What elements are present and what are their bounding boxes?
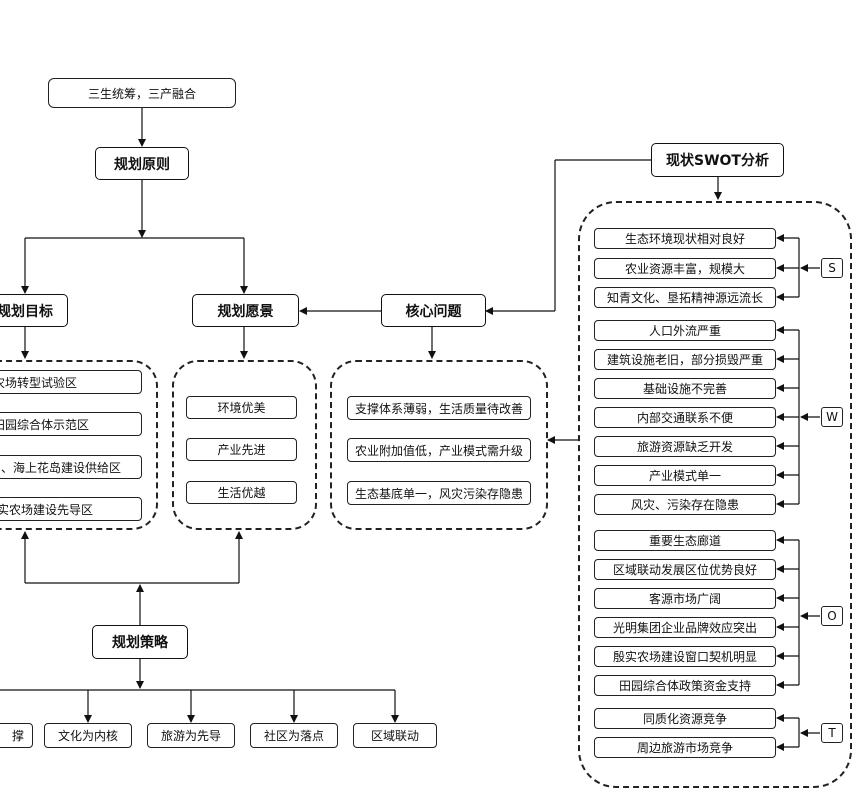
swot-w-item: 基础设施不完善 [594,378,776,399]
heading-principle: 规划原则 [95,147,189,180]
vision-item: 产业先进 [186,438,297,461]
heading-vision: 规划愿景 [192,294,299,327]
vision-item: 环境优美 [186,396,297,419]
top-note-box: 三生统筹，三产融合 [48,78,236,108]
strategy-item: 区域联动 [353,723,437,748]
swot-w-item: 产业模式单一 [594,465,776,486]
swot-o-item: 殷实农场建设窗口契机明显 [594,646,776,667]
swot-o-item: 光明集团企业品牌效应突出 [594,617,776,638]
swot-s-item: 农业资源丰富，规模大 [594,258,776,279]
swot-w-item: 内部交通联系不便 [594,407,776,428]
heading-strategy: 规划策略 [92,625,188,659]
swot-w-item: 旅游资源缺乏开发 [594,436,776,457]
goal-item: 东岛、海上花岛建设供给区 [0,455,142,479]
swot-o-item: 客源市场广阔 [594,588,776,609]
swot-letter-w: W [821,407,843,427]
swot-s-item: 知青文化、垦拓精神源远流长 [594,287,776,308]
core-issue-item: 支撑体系薄弱，生活质量待改善 [347,396,531,420]
swot-group [578,201,852,788]
swot-o-item: 区域联动发展区位优势良好 [594,559,776,580]
vision-group [172,360,317,530]
swot-t-item: 同质化资源竞争 [594,708,776,729]
swot-s-item: 生态环境现状相对良好 [594,228,776,249]
strategy-item: 旅游为先导 [147,723,235,748]
swot-w-item: 风灾、污染存在隐患 [594,494,776,515]
swot-t-item: 周边旅游市场竞争 [594,737,776,758]
heading-core: 核心问题 [381,294,486,327]
swot-o-item: 重要生态廊道 [594,530,776,551]
swot-w-item: 建筑设施老旧，部分损毁严重 [594,349,776,370]
core-issue-item: 农业附加值低，产业模式需升级 [347,438,531,462]
vision-item: 生活优越 [186,481,297,504]
swot-o-item: 田园综合体政策资金支持 [594,675,776,696]
goal-item: 殷实农场建设先导区 [0,497,142,521]
swot-w-item: 人口外流严重 [594,320,776,341]
heading-goal: 规划目标 [0,294,68,327]
goal-item: 田园综合体示范区 [0,412,142,436]
swot-letter-o: O [821,606,843,626]
strategy-item: 社区为落点 [250,723,338,748]
heading-swot: 现状SWOT分析 [651,143,784,177]
swot-letter-s: S [821,258,843,278]
goal-group [0,360,158,530]
strategy-item: 文化为内核 [44,723,132,748]
strategy-item: 撑 [0,723,33,748]
core-issue-item: 生态基底单一，风灾污染存隐患 [347,481,531,505]
swot-letter-t: T [821,723,843,743]
goal-item: 农场转型试验区 [0,370,142,394]
core-issues-group [330,360,548,530]
